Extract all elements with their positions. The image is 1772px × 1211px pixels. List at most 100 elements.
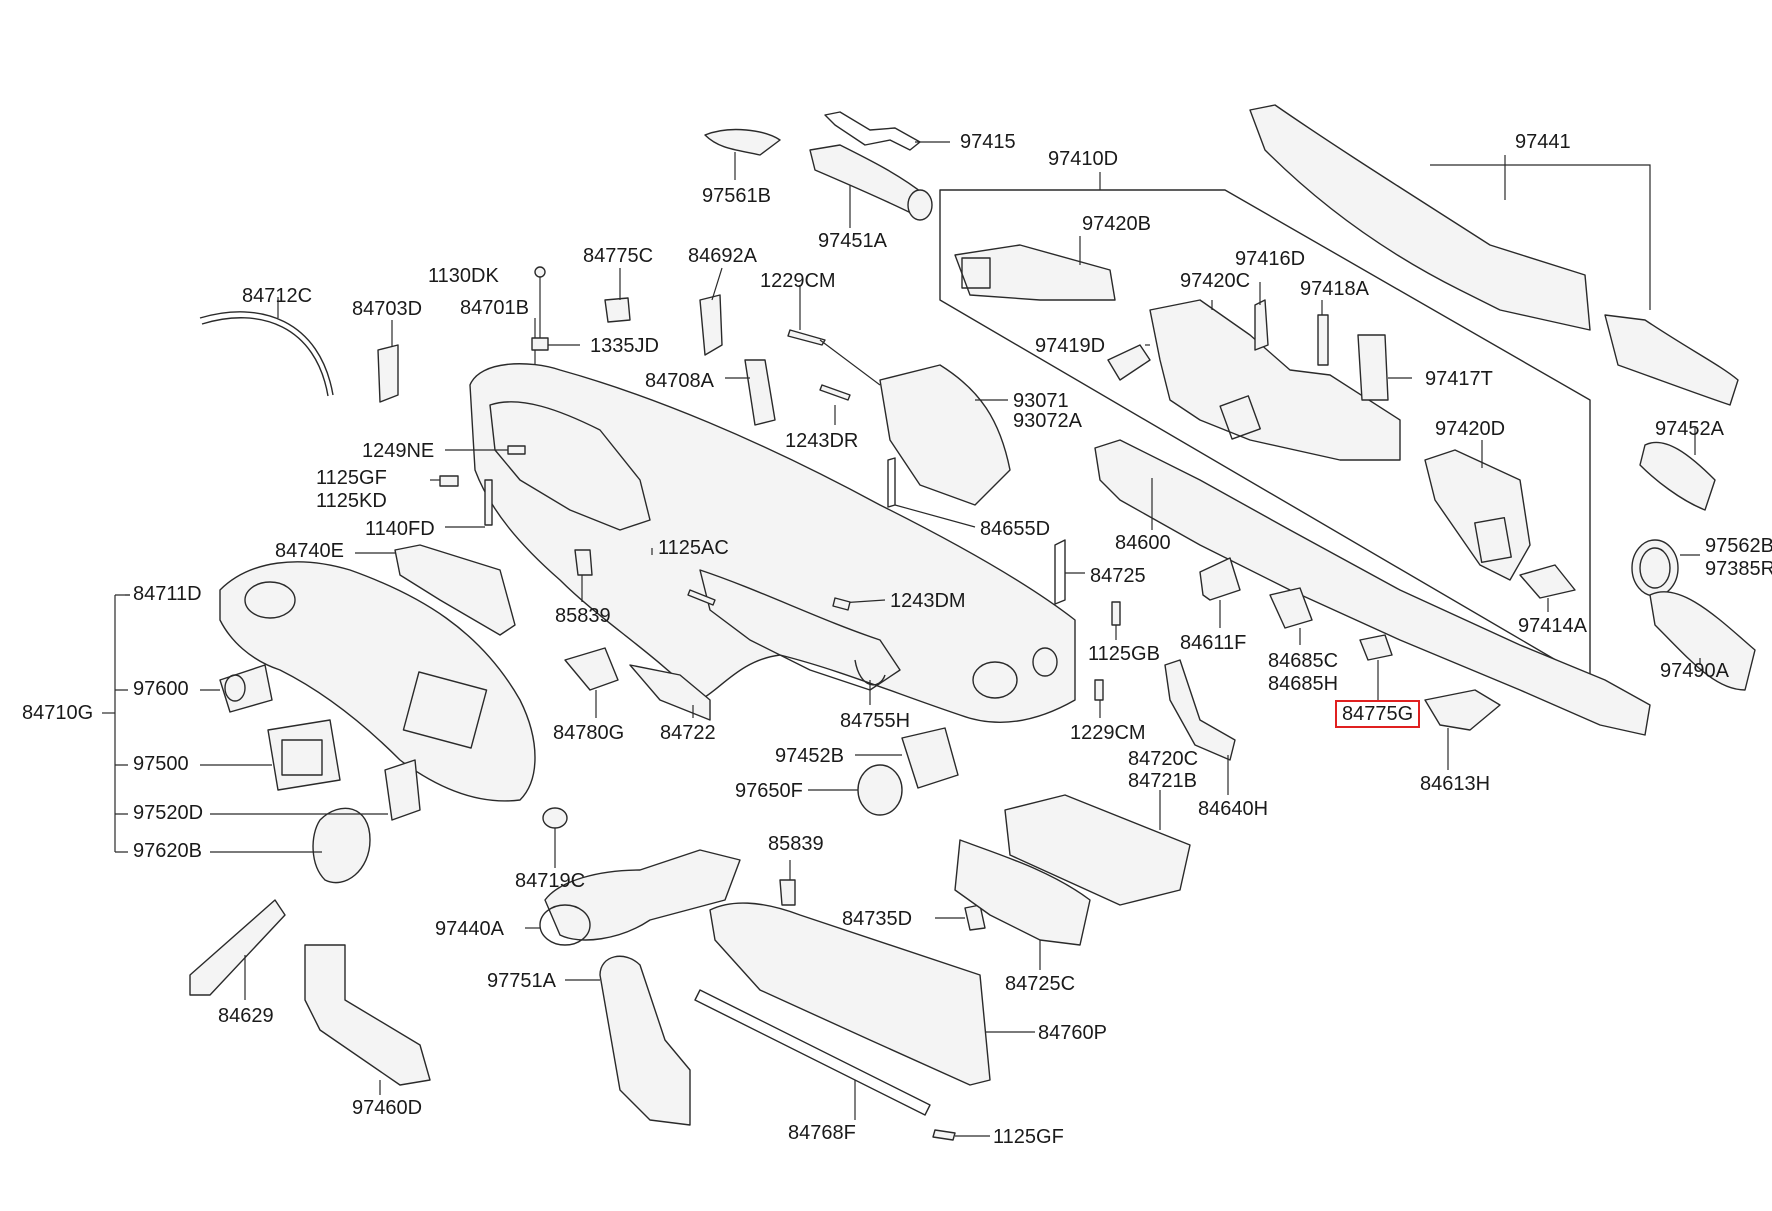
part-97561B (704, 128, 781, 156)
label-85839-b[interactable]: 85839 (768, 833, 824, 855)
label-1130DK[interactable]: 1130DK (428, 265, 499, 287)
label-84613H[interactable]: 84613H (1420, 773, 1491, 795)
label-84720C[interactable]: 84720C (1128, 748, 1199, 770)
label-97460D[interactable]: 97460D (352, 1097, 423, 1119)
label-1125GB[interactable]: 1125GB (1088, 643, 1160, 665)
label-97600[interactable]: 97600 (133, 678, 189, 700)
part-1229CM-bolt (1094, 679, 1104, 701)
label-84711D[interactable]: 84711D (133, 583, 202, 605)
label-84721B[interactable]: 84721B (1128, 770, 1197, 792)
part-1125GF-bolt-a (439, 475, 459, 487)
label-84755H[interactable]: 84755H (840, 710, 911, 732)
label-97452B[interactable]: 97452B (775, 745, 844, 767)
part-97600 (219, 664, 273, 713)
label-84611F[interactable]: 84611F (1180, 632, 1247, 654)
label-97417T[interactable]: 97417T (1425, 368, 1493, 390)
label-1243DR[interactable]: 1243DR (785, 430, 859, 452)
label-97410D[interactable]: 97410D (1048, 148, 1119, 170)
label-84655D[interactable]: 84655D (980, 518, 1051, 540)
label-84629[interactable]: 84629 (218, 1005, 274, 1027)
label-97751A[interactable]: 97751A (487, 970, 556, 992)
label-97562B[interactable]: 97562B (1705, 535, 1772, 557)
part-84708A (744, 359, 776, 426)
label-1125KD[interactable]: 1125KD (316, 490, 387, 512)
part-97419D (1107, 344, 1151, 381)
label-97416D[interactable]: 97416D (1235, 248, 1306, 270)
label-1125GF-b[interactable]: 1125GF (993, 1126, 1064, 1148)
label-84760P[interactable]: 84760P (1038, 1022, 1107, 1044)
label-97440A[interactable]: 97440A (435, 918, 504, 940)
part-84611F (1199, 557, 1241, 601)
label-84712C[interactable]: 84712C (242, 285, 313, 307)
label-84703D[interactable]: 84703D (352, 298, 423, 320)
part-84640H (1164, 659, 1236, 761)
label-84735D[interactable]: 84735D (842, 908, 913, 930)
label-97420B[interactable]: 97420B (1082, 213, 1151, 235)
label-84740E[interactable]: 84740E (275, 540, 344, 562)
part-93071 (879, 364, 1011, 506)
label-97441[interactable]: 97441 (1515, 131, 1571, 153)
part-84719C (542, 807, 568, 829)
part-97620B (312, 807, 371, 884)
label-84710G[interactable]: 84710G (22, 702, 94, 724)
part-84768F (694, 989, 931, 1116)
label-97452A[interactable]: 97452A (1655, 418, 1724, 440)
part-1335JD-clip (531, 337, 549, 351)
label-1229CM-b[interactable]: 1229CM (1070, 722, 1146, 744)
part-97520D (384, 759, 421, 821)
label-84768F[interactable]: 84768F (788, 1122, 856, 1144)
label-84719C[interactable]: 84719C (515, 870, 586, 892)
part-97650F (857, 764, 903, 816)
label-93071[interactable]: 93071 (1013, 390, 1069, 412)
label-84600[interactable]: 84600 (1115, 532, 1171, 554)
label-1229CM-top[interactable]: 1229CM (760, 270, 836, 292)
label-97451A[interactable]: 97451A (818, 230, 887, 252)
part-1130DK-bolt (534, 266, 546, 278)
label-97620B[interactable]: 97620B (133, 840, 202, 862)
label-97500[interactable]: 97500 (133, 753, 189, 775)
part-97460D (304, 944, 431, 1086)
label-85839-a[interactable]: 85839 (555, 605, 611, 627)
label-84701B[interactable]: 84701B (460, 297, 529, 319)
label-1140FD[interactable]: 1140FD (365, 518, 435, 540)
part-1243DM-screw (832, 597, 851, 611)
label-97385R[interactable]: 97385R (1705, 558, 1772, 580)
label-97520D[interactable]: 97520D (133, 802, 204, 824)
label-84725C[interactable]: 84725C (1005, 973, 1076, 995)
label-97419D[interactable]: 97419D (1035, 335, 1106, 357)
part-84780G (564, 647, 619, 691)
label-84780G[interactable]: 84780G (553, 722, 625, 744)
label-93072A[interactable]: 93072A (1013, 410, 1082, 432)
part-97417T (1357, 334, 1389, 401)
label-97650F[interactable]: 97650F (735, 780, 803, 802)
label-84708A[interactable]: 84708A (645, 370, 714, 392)
label-84685H[interactable]: 84685H (1268, 673, 1339, 695)
part-84712C-strip (199, 311, 334, 396)
label-1249NE[interactable]: 1249NE (362, 440, 435, 462)
label-97414A[interactable]: 97414A (1518, 615, 1587, 637)
label-84775G-highlighted[interactable]: 84775G (1334, 700, 1421, 728)
part-84692A (699, 294, 723, 356)
label-1335JD[interactable]: 1335JD (590, 335, 659, 357)
part-84725 (1054, 539, 1066, 605)
label-1243DM[interactable]: 1243DM (890, 590, 966, 612)
label-84775C[interactable]: 84775C (583, 245, 654, 267)
part-84613H (1424, 689, 1501, 731)
label-84692A[interactable]: 84692A (688, 245, 757, 267)
label-84725[interactable]: 84725 (1090, 565, 1146, 587)
label-97418A[interactable]: 97418A (1300, 278, 1369, 300)
part-84735D (964, 904, 986, 931)
part-84685C (1269, 587, 1313, 629)
label-97415[interactable]: 97415 (960, 131, 1016, 153)
part-84711D (219, 561, 536, 802)
label-97490A[interactable]: 97490A (1660, 660, 1729, 682)
label-1125GF-a[interactable]: 1125GF (316, 467, 387, 489)
label-84722[interactable]: 84722 (660, 722, 716, 744)
label-97420D[interactable]: 97420D (1435, 418, 1506, 440)
label-97420C[interactable]: 97420C (1180, 270, 1251, 292)
label-1125AC[interactable]: 1125AC (658, 537, 729, 559)
label-84640H[interactable]: 84640H (1198, 798, 1269, 820)
label-97561B[interactable]: 97561B (702, 185, 771, 207)
label-84685C[interactable]: 84685C (1268, 650, 1339, 672)
